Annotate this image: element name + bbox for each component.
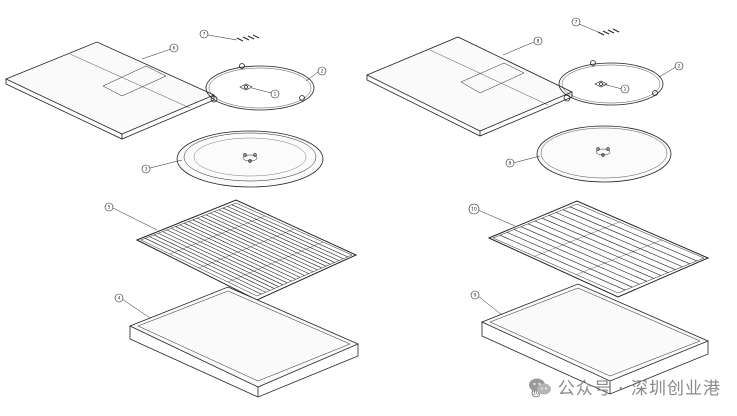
- callout-right-10: 10: [468, 203, 480, 215]
- left-leaders: [112, 34, 319, 319]
- callout-right-7: 7: [571, 17, 581, 27]
- left-tray: [129, 286, 360, 398]
- callout-left-1: 1: [270, 89, 280, 99]
- rack-wire: [555, 212, 683, 268]
- left-screws: [236, 34, 260, 42]
- wechat-icon: [528, 378, 551, 394]
- left-plate: [5, 41, 215, 140]
- right-callouts: 8 7 2 1 8 10 9: [468, 17, 684, 300]
- rack-wire: [541, 217, 669, 273]
- callout-right-8a: 8: [533, 36, 543, 46]
- svg-text:6: 6: [173, 46, 176, 52]
- right-leaders: [477, 23, 677, 316]
- svg-text:10: 10: [533, 391, 539, 397]
- svg-text:2: 2: [321, 69, 324, 75]
- right-screws: [597, 28, 620, 36]
- rack-wire: [520, 226, 647, 282]
- right-assembly: [366, 23, 710, 395]
- svg-text:9: 9: [474, 293, 477, 299]
- callout-left-6: 6: [169, 43, 179, 53]
- svg-text:2: 2: [678, 64, 681, 70]
- svg-text:1: 1: [274, 92, 277, 98]
- rack-wire: [499, 234, 626, 291]
- left-support-ring: [205, 63, 315, 111]
- callout-right-9: 9: [470, 290, 480, 300]
- svg-text:7: 7: [575, 20, 578, 26]
- rack-wire: [198, 228, 295, 269]
- rack-wire: [527, 223, 654, 279]
- rack-wire: [548, 215, 676, 270]
- left-wire-rack: [135, 199, 358, 301]
- svg-text:8: 8: [537, 39, 540, 45]
- callout-left-5: 5: [104, 202, 114, 212]
- callout-right-8b: 8: [505, 158, 515, 168]
- svg-text:5: 5: [108, 205, 111, 211]
- svg-text:4: 4: [118, 296, 121, 302]
- svg-text:8: 8: [509, 161, 512, 167]
- callout-left-2: 2: [317, 66, 327, 76]
- svg-text:7: 7: [203, 32, 206, 38]
- right-support-ring: [558, 60, 664, 106]
- right-wire-rack: [487, 200, 710, 298]
- callout-right-2: 2: [674, 61, 684, 71]
- callout-right-1: 1: [620, 84, 630, 94]
- watermark-text: 公众号 · 深圳创业港: [557, 379, 721, 399]
- svg-text:10: 10: [471, 207, 477, 213]
- left-assembly: [5, 34, 360, 398]
- callout-left-4: 4: [114, 293, 124, 303]
- svg-text:3: 3: [145, 167, 148, 173]
- rack-wire: [506, 232, 633, 288]
- rack-wire: [576, 239, 662, 275]
- rack-wire: [227, 241, 324, 283]
- left-turntable: [176, 130, 324, 188]
- rack-wire: [534, 221, 620, 257]
- rack-wire: [513, 229, 640, 285]
- right-turntable: [536, 125, 672, 183]
- right-tray: [480, 283, 710, 395]
- right-plate: [366, 36, 573, 137]
- rack-wire: [534, 220, 662, 276]
- left-callouts: 6 7 2 1 3 5 4: [104, 29, 327, 303]
- callout-left-3: 3: [141, 164, 151, 174]
- callout-left-7: 7: [199, 29, 209, 39]
- watermark: 公众号 · 深圳创业港: [528, 374, 721, 399]
- rack-wire: [569, 206, 697, 262]
- svg-text:1: 1: [624, 87, 627, 93]
- rack-wire: [169, 215, 266, 255]
- rack-wire: [562, 209, 690, 265]
